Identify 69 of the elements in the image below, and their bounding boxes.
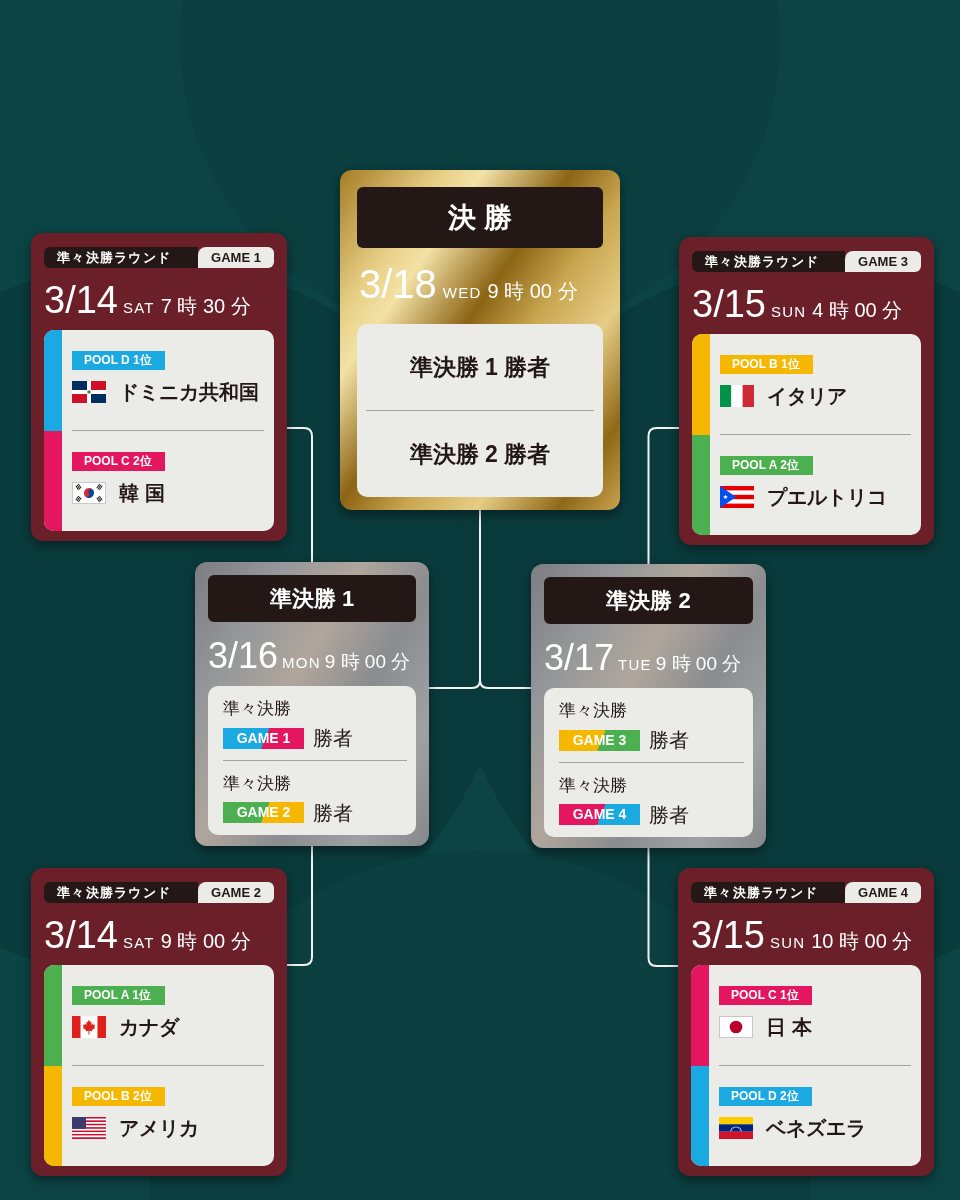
match-date: 3/18 [359,264,437,304]
pool-badge: POOL D 2位 [719,1086,812,1106]
pool-badge: POOL B 2位 [72,1086,165,1106]
match-time: 9 時 00 分 [324,652,411,671]
match-time: 9 時 00 分 [160,931,251,951]
winner-label: 勝者 [313,726,353,750]
bracket-line [647,847,679,967]
bracket-line [647,427,680,565]
bracket-line [286,845,313,966]
winner-label: 勝者 [649,802,689,827]
round-name: 準々決勝 [223,772,291,794]
semifinal-card [195,562,429,846]
match-date: 3/15 [692,285,766,323]
team-name: アメリカ [119,1115,199,1140]
pool-badge: POOL A 1位 [72,986,165,1005]
weekday: SAT [122,935,155,950]
match-time: 9 時 00 分 [655,654,742,673]
quarterfinal-card [31,868,287,1176]
final-card [340,170,620,510]
match-time: 10 時 00 分 [811,931,913,951]
team-name: カナダ [119,1015,179,1039]
team-name: ベネズエラ [766,1115,866,1140]
game-label: GAME 2 [198,882,274,903]
round-name: 準々決勝 [559,774,627,796]
quarterfinal-card [678,868,934,1176]
round-label: 準々決勝ラウンド [691,882,845,903]
weekday: MON [282,655,321,670]
match-date: 3/15 [691,916,765,954]
team-name: 日 本 [766,1015,812,1039]
quarterfinal-card [31,233,287,541]
round-label: 準々決勝ラウンド [692,251,845,272]
stage-title: 決 勝 [357,187,603,248]
winner-slot: 準決勝 2 勝者 [409,439,551,468]
winner-label: 勝者 [313,800,353,825]
match-date: 3/16 [208,638,279,674]
round-name: 準々決勝 [223,698,291,719]
match-time: 4 時 00 分 [812,300,903,320]
weekday: TUE [618,657,652,672]
game-label: GAME 3 [845,251,921,272]
match-date: 3/17 [544,640,615,676]
match-time: 9 時 00 分 [487,281,578,301]
weekday: SUN [770,304,807,319]
pool-badge: POOL D 1位 [72,351,165,370]
team-name: イタリア [767,384,847,408]
pool-badge: POOL C 1位 [719,986,812,1005]
weekday: WED [442,285,482,300]
match-date: 3/14 [44,281,118,319]
round-label: 準々決勝ラウンド [44,247,198,268]
game-label: GAME 4 [845,882,921,903]
match-time: 7 時 30 分 [160,296,251,316]
pool-badge: POOL C 2位 [72,451,165,471]
team-name: 韓 国 [119,480,165,505]
stage-title: 準決勝 1 [208,575,416,622]
quarterfinal-card [679,237,934,545]
team-name: ドミニカ共和国 [119,380,259,404]
pool-badge: POOL B 1位 [720,355,813,374]
weekday: SUN [769,935,806,950]
winner-label: 勝者 [649,728,689,752]
bracket-line [286,427,313,563]
winner-slot: 準決勝 1 勝者 [409,353,551,382]
round-name: 準々決勝 [559,700,627,721]
round-label: 準々決勝ラウンド [44,882,198,903]
game-label: GAME 1 [198,247,274,268]
weekday: SAT [122,300,155,315]
team-name: プエルトリコ [767,484,887,509]
match-date: 3/14 [44,916,118,954]
stage-title: 準決勝 2 [544,577,753,624]
semifinal-card [531,564,766,848]
pool-badge: POOL A 2位 [720,455,813,475]
